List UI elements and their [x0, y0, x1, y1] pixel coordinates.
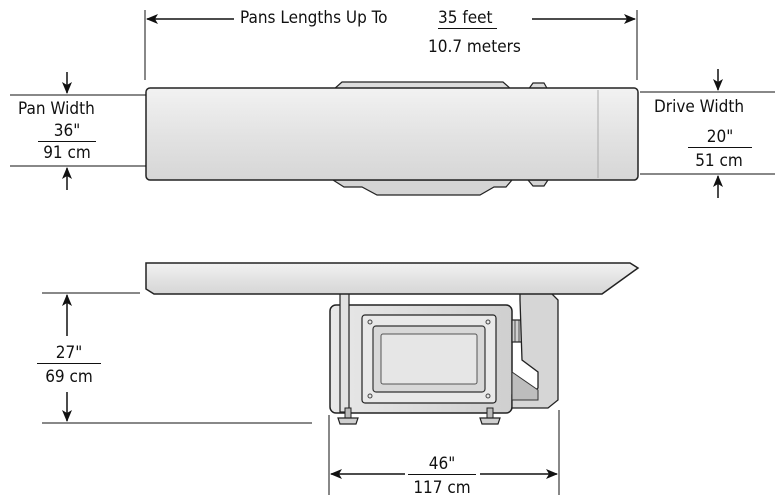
support-rod-left: [339, 287, 350, 413]
leveling-foot-left-base: [337, 417, 359, 425]
top-view: [10, 10, 775, 198]
length-label: Pans Lengths Up To: [240, 8, 388, 28]
drive-width-inches: 20": [688, 127, 752, 148]
drive-width-cm: 51 cm: [695, 151, 743, 171]
leveling-foot-left: [344, 407, 352, 419]
panel-screw: [485, 393, 491, 399]
drive-housing-bottom: [330, 179, 514, 196]
length-feet: 35 feet: [438, 8, 497, 29]
length-meters: 10.7 meters: [428, 37, 521, 57]
height-cm: 69 cm: [45, 367, 93, 387]
panel-screw: [367, 319, 373, 325]
base-cm: 117 cm: [413, 478, 471, 498]
leveling-foot-right: [486, 407, 494, 419]
drive-housing-bottom-small: [526, 179, 550, 187]
leveling-foot-right-base: [479, 417, 501, 425]
drive-unit-window-inner: [380, 333, 478, 385]
panel-screw: [485, 319, 491, 325]
drive-side-bracket-detail: [511, 371, 539, 401]
pan-width-label: Pan Width: [18, 99, 95, 119]
base-inches: 46": [408, 454, 476, 475]
pan-width-inches: 36": [38, 121, 96, 142]
panel-screw: [367, 393, 373, 399]
height-inches: 27": [37, 343, 101, 364]
drive-width-label: Drive Width: [654, 97, 745, 117]
side-view: [42, 262, 640, 495]
pan-side-view: [145, 262, 640, 295]
pan-top-view: [145, 87, 639, 181]
pan-width-cm: 91 cm: [43, 143, 91, 163]
